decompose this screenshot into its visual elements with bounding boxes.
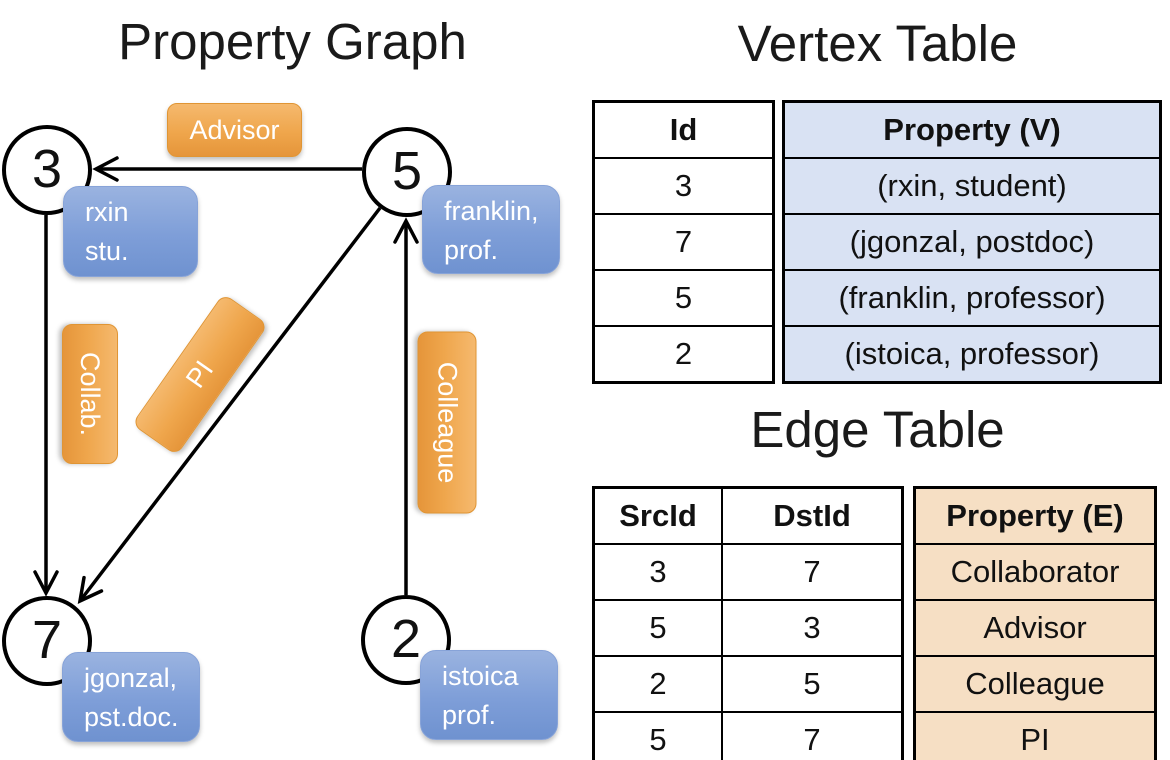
table-cell: (rxin, student): [782, 157, 1162, 215]
table-cell: 3: [721, 599, 904, 657]
vertex-prop-box-5: franklin, prof.: [422, 185, 560, 274]
vertex-property-header: Property (V): [782, 100, 1162, 159]
table-cell: 5: [592, 269, 775, 327]
edge-label-colleague: Colleague: [417, 331, 477, 514]
vertex-prop-line: istoica: [442, 661, 519, 691]
vertex-id-label: 2: [390, 609, 422, 669]
vertex-id-column: Id 3 7 5 2: [592, 100, 775, 384]
table-cell: (franklin, professor): [782, 269, 1162, 327]
table-gap: [775, 100, 782, 384]
edge-label-advisor: Advisor: [167, 103, 302, 157]
vertex-prop-box-3: rxin stu.: [63, 186, 198, 277]
table-cell: 5: [592, 599, 723, 657]
table-cell: 7: [721, 543, 904, 601]
table-cell: 3: [592, 543, 723, 601]
table-cell: 2: [592, 655, 723, 713]
table-cell: (jgonzal, postdoc): [782, 213, 1162, 271]
vertex-prop-line: stu.: [85, 236, 129, 266]
table-cell: Colleague: [913, 655, 1157, 713]
vertex-prop-line: prof.: [444, 235, 499, 265]
vertex-prop-line: franklin,: [444, 196, 539, 226]
table-cell: Collaborator: [913, 543, 1157, 601]
vertex-id-label: 3: [31, 139, 63, 199]
vertex-circle-2: 2: [361, 595, 451, 685]
table-cell: 7: [721, 711, 904, 760]
edge-label-collab: Collab.: [62, 324, 118, 464]
vertex-prop-box-7: jgonzal, pst.doc.: [62, 652, 200, 742]
vertex-prop-box-2: istoica prof.: [420, 650, 558, 740]
vertex-prop-line: pst.doc.: [84, 702, 179, 732]
graph-edges-canvas: [33, 156, 419, 604]
vertex-table: Id 3 7 5 2 Property (V) (rxin, student) …: [592, 100, 1162, 384]
edge-table-title: Edge Table: [750, 401, 1005, 458]
edge-property-column: Property (E) Collaborator Advisor Collea…: [913, 486, 1157, 760]
table-cell: 3: [592, 157, 775, 215]
table-cell: 2: [592, 325, 775, 384]
table-gap: [904, 486, 913, 760]
vertex-id-label: 5: [391, 141, 423, 201]
table-cell: Advisor: [913, 599, 1157, 657]
edge-dst-header: DstId: [721, 486, 904, 545]
vertex-circle-5: 5: [362, 127, 452, 217]
vertex-id-label: 7: [31, 610, 63, 670]
table-cell: 7: [592, 213, 775, 271]
vertex-prop-line: prof.: [442, 700, 497, 730]
edge-property-header: Property (E): [913, 486, 1157, 545]
table-cell: 5: [592, 711, 723, 760]
edge-src-header: SrcId: [592, 486, 723, 545]
vertex-prop-line: rxin: [85, 197, 129, 227]
table-cell: (istoica, professor): [782, 325, 1162, 384]
vertex-id-header: Id: [592, 100, 775, 159]
edge-src-dst-columns: SrcId DstId 3 7 5 3 2 5 5 7: [592, 486, 904, 760]
property-graph-title: Property Graph: [118, 13, 467, 70]
vertex-table-title: Vertex Table: [737, 15, 1018, 72]
edge-pi-arrow: [77, 206, 382, 604]
table-cell: 5: [721, 655, 904, 713]
table-cell: PI: [913, 711, 1157, 760]
vertex-property-column: Property (V) (rxin, student) (jgonzal, p…: [782, 100, 1162, 384]
edge-table: SrcId DstId 3 7 5 3 2 5 5 7 Property (E): [592, 486, 1157, 760]
vertex-prop-line: jgonzal,: [84, 663, 178, 693]
